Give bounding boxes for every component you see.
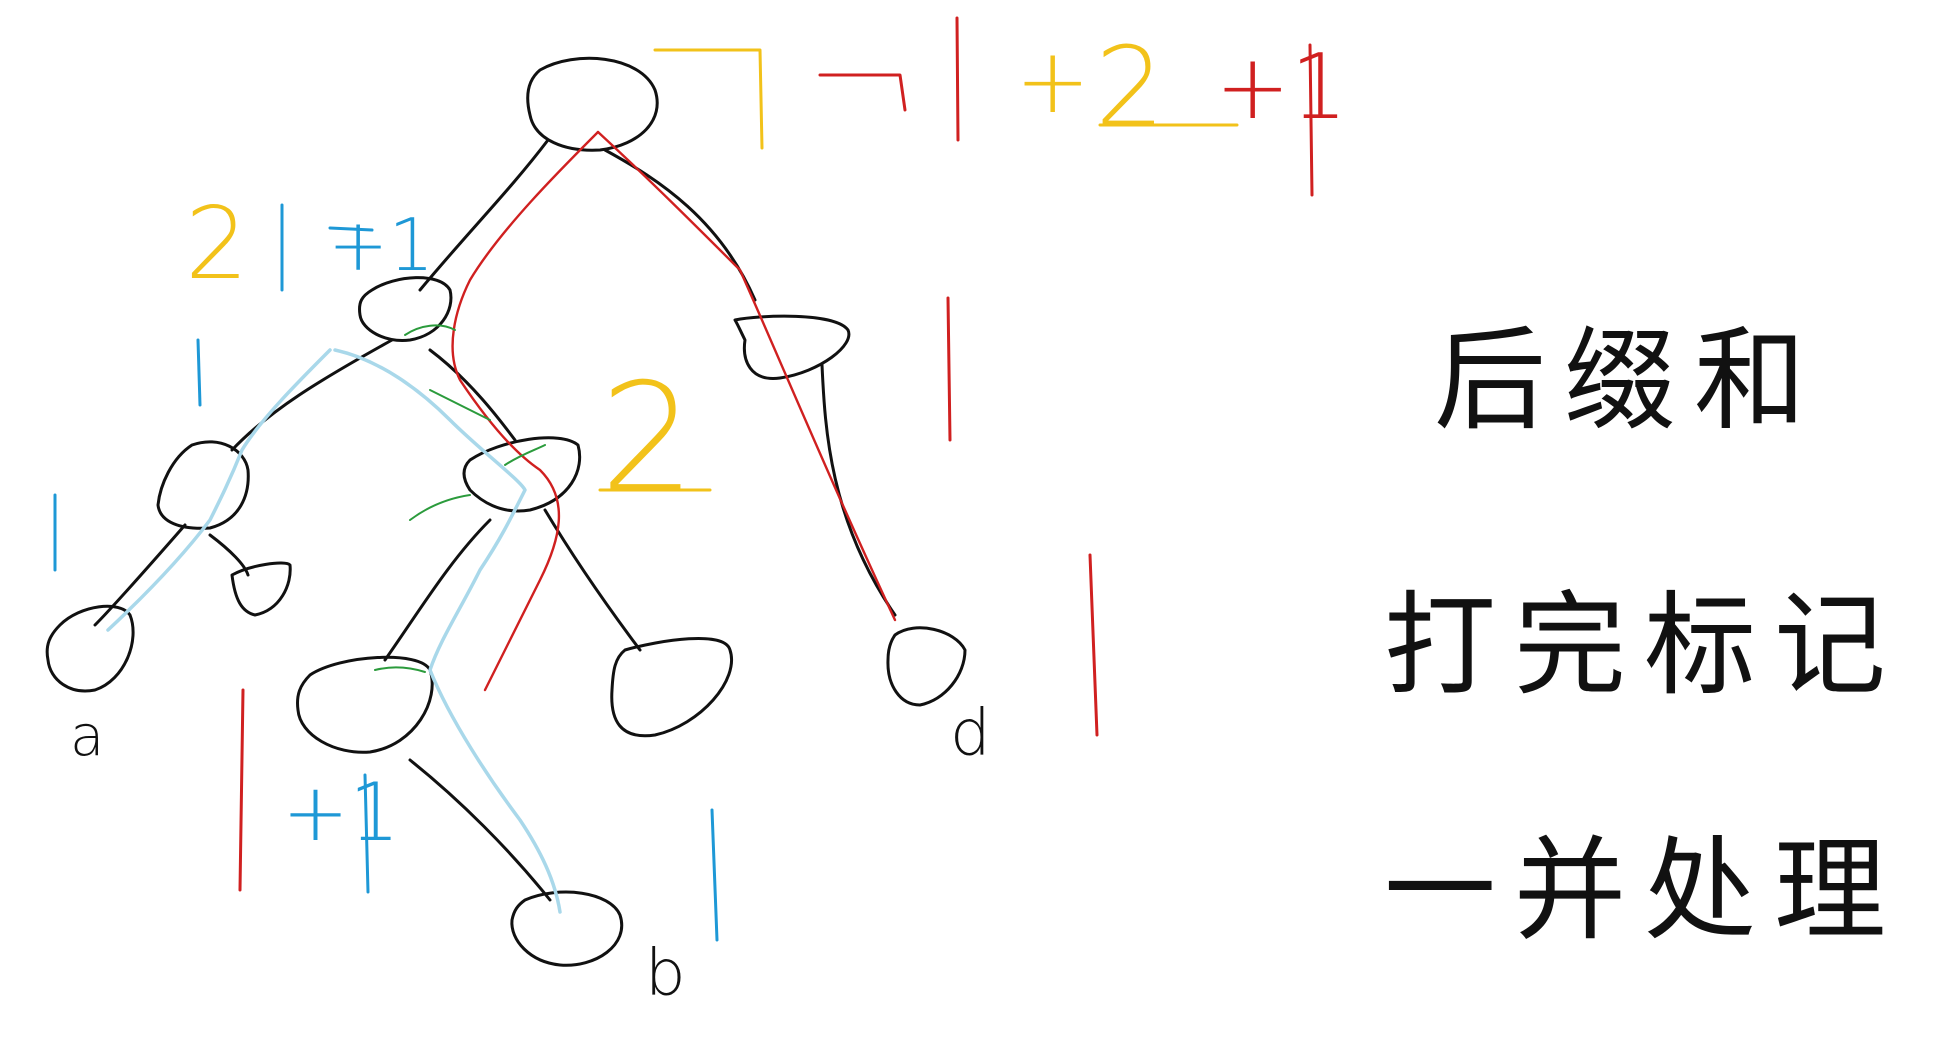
node-leftchild <box>156 440 250 530</box>
edge-left-midchild <box>428 348 517 442</box>
lightblue-path <box>106 348 562 914</box>
note-line-2: 打完标记 <box>1384 581 1904 711</box>
note-line-3: 一并处理 <box>1384 826 1904 956</box>
green-mark-3 <box>504 444 546 466</box>
green-mark-4 <box>409 494 471 521</box>
edge-root-left <box>418 138 550 292</box>
leaf-label-a: a <box>70 704 104 769</box>
node-right <box>733 314 851 380</box>
blue-separators <box>53 338 719 942</box>
red-path-right <box>596 130 897 622</box>
red-separator-top <box>955 16 960 142</box>
green-mark-5 <box>374 666 426 673</box>
green-mark-2 <box>429 389 491 421</box>
node-small <box>230 561 292 617</box>
blue-left-strokes <box>280 203 374 292</box>
top-red-plus1: +1 <box>1215 35 1348 140</box>
top-yellow-plus: + <box>1015 29 1090 134</box>
edge-lower-b <box>408 758 552 902</box>
red-separator-right-top <box>1308 43 1314 197</box>
node-mid <box>462 436 582 513</box>
node-a <box>45 604 135 693</box>
left-yellow-two: 2 <box>185 185 249 302</box>
node-midright <box>610 636 733 738</box>
blue-left-dash <box>328 226 374 232</box>
red-separator-right <box>1088 553 1099 737</box>
blue-separator-bottom <box>710 808 719 942</box>
node-b <box>510 890 624 967</box>
lightblue-path-left <box>106 348 332 632</box>
green-marks <box>374 324 546 673</box>
green-mark-1 <box>404 324 456 336</box>
red-separators <box>238 16 1314 892</box>
left-blue-plus1: +1 <box>328 203 434 287</box>
edge-right-d <box>820 363 897 617</box>
top-yellow-two: 2 <box>1095 23 1165 151</box>
leaf-label-b: b <box>645 937 686 1011</box>
edge-leftchild-small <box>208 533 250 577</box>
node-lower <box>296 655 434 754</box>
edge-left-leftchild <box>230 338 394 452</box>
node-left <box>358 276 453 342</box>
blue-separator-upper <box>196 338 202 407</box>
bottom-blue-plus1: +1 <box>282 766 400 859</box>
tree-edges <box>93 138 897 902</box>
lightblue-path-right <box>333 348 562 914</box>
red-separator-mid <box>946 296 952 442</box>
edge-mid-right <box>543 508 642 652</box>
red-separator-bottom-left <box>238 688 245 892</box>
edge-leftchild-a <box>93 523 187 627</box>
mid-yellow-two: 2 <box>600 352 695 526</box>
red-top-strokes <box>818 73 907 112</box>
yellow-top-strokes <box>653 48 1239 150</box>
red-path-left <box>451 130 600 692</box>
note-line-1: 后缀和 <box>1434 316 1824 446</box>
node-d <box>886 626 967 707</box>
blue-separator-lower-left <box>363 773 370 894</box>
edge-mid-lower <box>383 518 492 662</box>
tree-nodes <box>45 56 967 967</box>
yellow-top-bracket <box>653 48 764 150</box>
red-top-dash <box>818 73 907 112</box>
leaf-label-d: d <box>950 697 991 771</box>
edge-root-right <box>603 148 757 302</box>
